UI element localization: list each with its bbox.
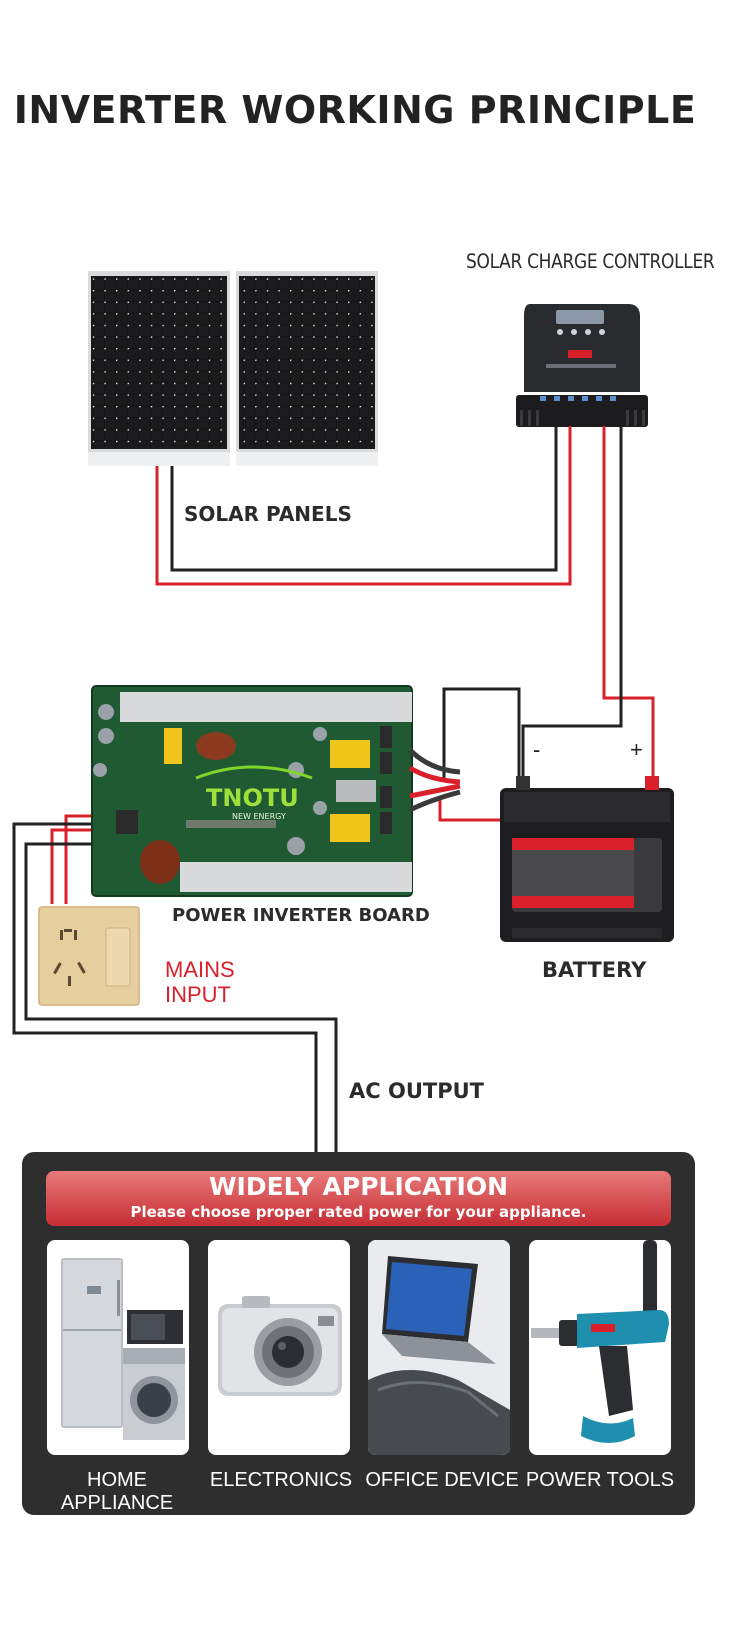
page-title: INVERTER WORKING PRINCIPLE <box>13 88 697 132</box>
power-inverter-board-label: POWER INVERTER BOARD <box>172 905 430 926</box>
solar-panel-right <box>236 271 378 466</box>
power-tools-image <box>529 1240 671 1455</box>
application-banner: WIDELY APPLICATION Please choose proper … <box>46 1171 671 1226</box>
solar-wires <box>155 426 572 586</box>
battery: - + <box>500 737 674 942</box>
board-logo: TNOTU <box>206 784 299 812</box>
ac-output-label: AC OUTPUT <box>349 1079 484 1103</box>
power-inverter-board: TNOTU NEW ENERGY <box>91 685 461 897</box>
wall-socket <box>38 906 140 1006</box>
electronics-label: ELECTRONICS <box>209 1469 353 1491</box>
ac-output-wires <box>12 822 338 1152</box>
mains-input-line1: MAINS <box>165 957 235 982</box>
battery-label: BATTERY <box>542 958 647 982</box>
solar-panels-label: SOLAR PANELS <box>184 502 352 526</box>
solar-panels <box>88 271 378 466</box>
mains-input-label: MAINS INPUT <box>165 957 235 1007</box>
application-title: WIDELY APPLICATION <box>208 1172 509 1201</box>
battery-positive-label: + <box>630 737 643 762</box>
solar-charge-controller <box>516 304 648 427</box>
home-appliance-label: HOME APPLIANCE <box>60 1469 174 1514</box>
power-tools-label: POWER TOOLS <box>525 1469 675 1491</box>
application-subtitle: Please choose proper rated power for you… <box>130 1203 587 1221</box>
electronics-image <box>208 1240 350 1455</box>
solar-charge-controller-label: SOLAR CHARGE CONTROLLER <box>466 250 715 274</box>
office-device-image <box>368 1240 510 1455</box>
home-appliance-image <box>47 1240 189 1455</box>
board-logo-sub: NEW ENERGY <box>232 812 286 821</box>
office-device-label: OFFICE DEVICE <box>365 1469 519 1491</box>
battery-negative-label: - <box>533 737 540 762</box>
controller-battery-wires <box>521 426 655 790</box>
solar-panel-left <box>88 271 230 466</box>
mains-input-line2: INPUT <box>165 982 231 1007</box>
